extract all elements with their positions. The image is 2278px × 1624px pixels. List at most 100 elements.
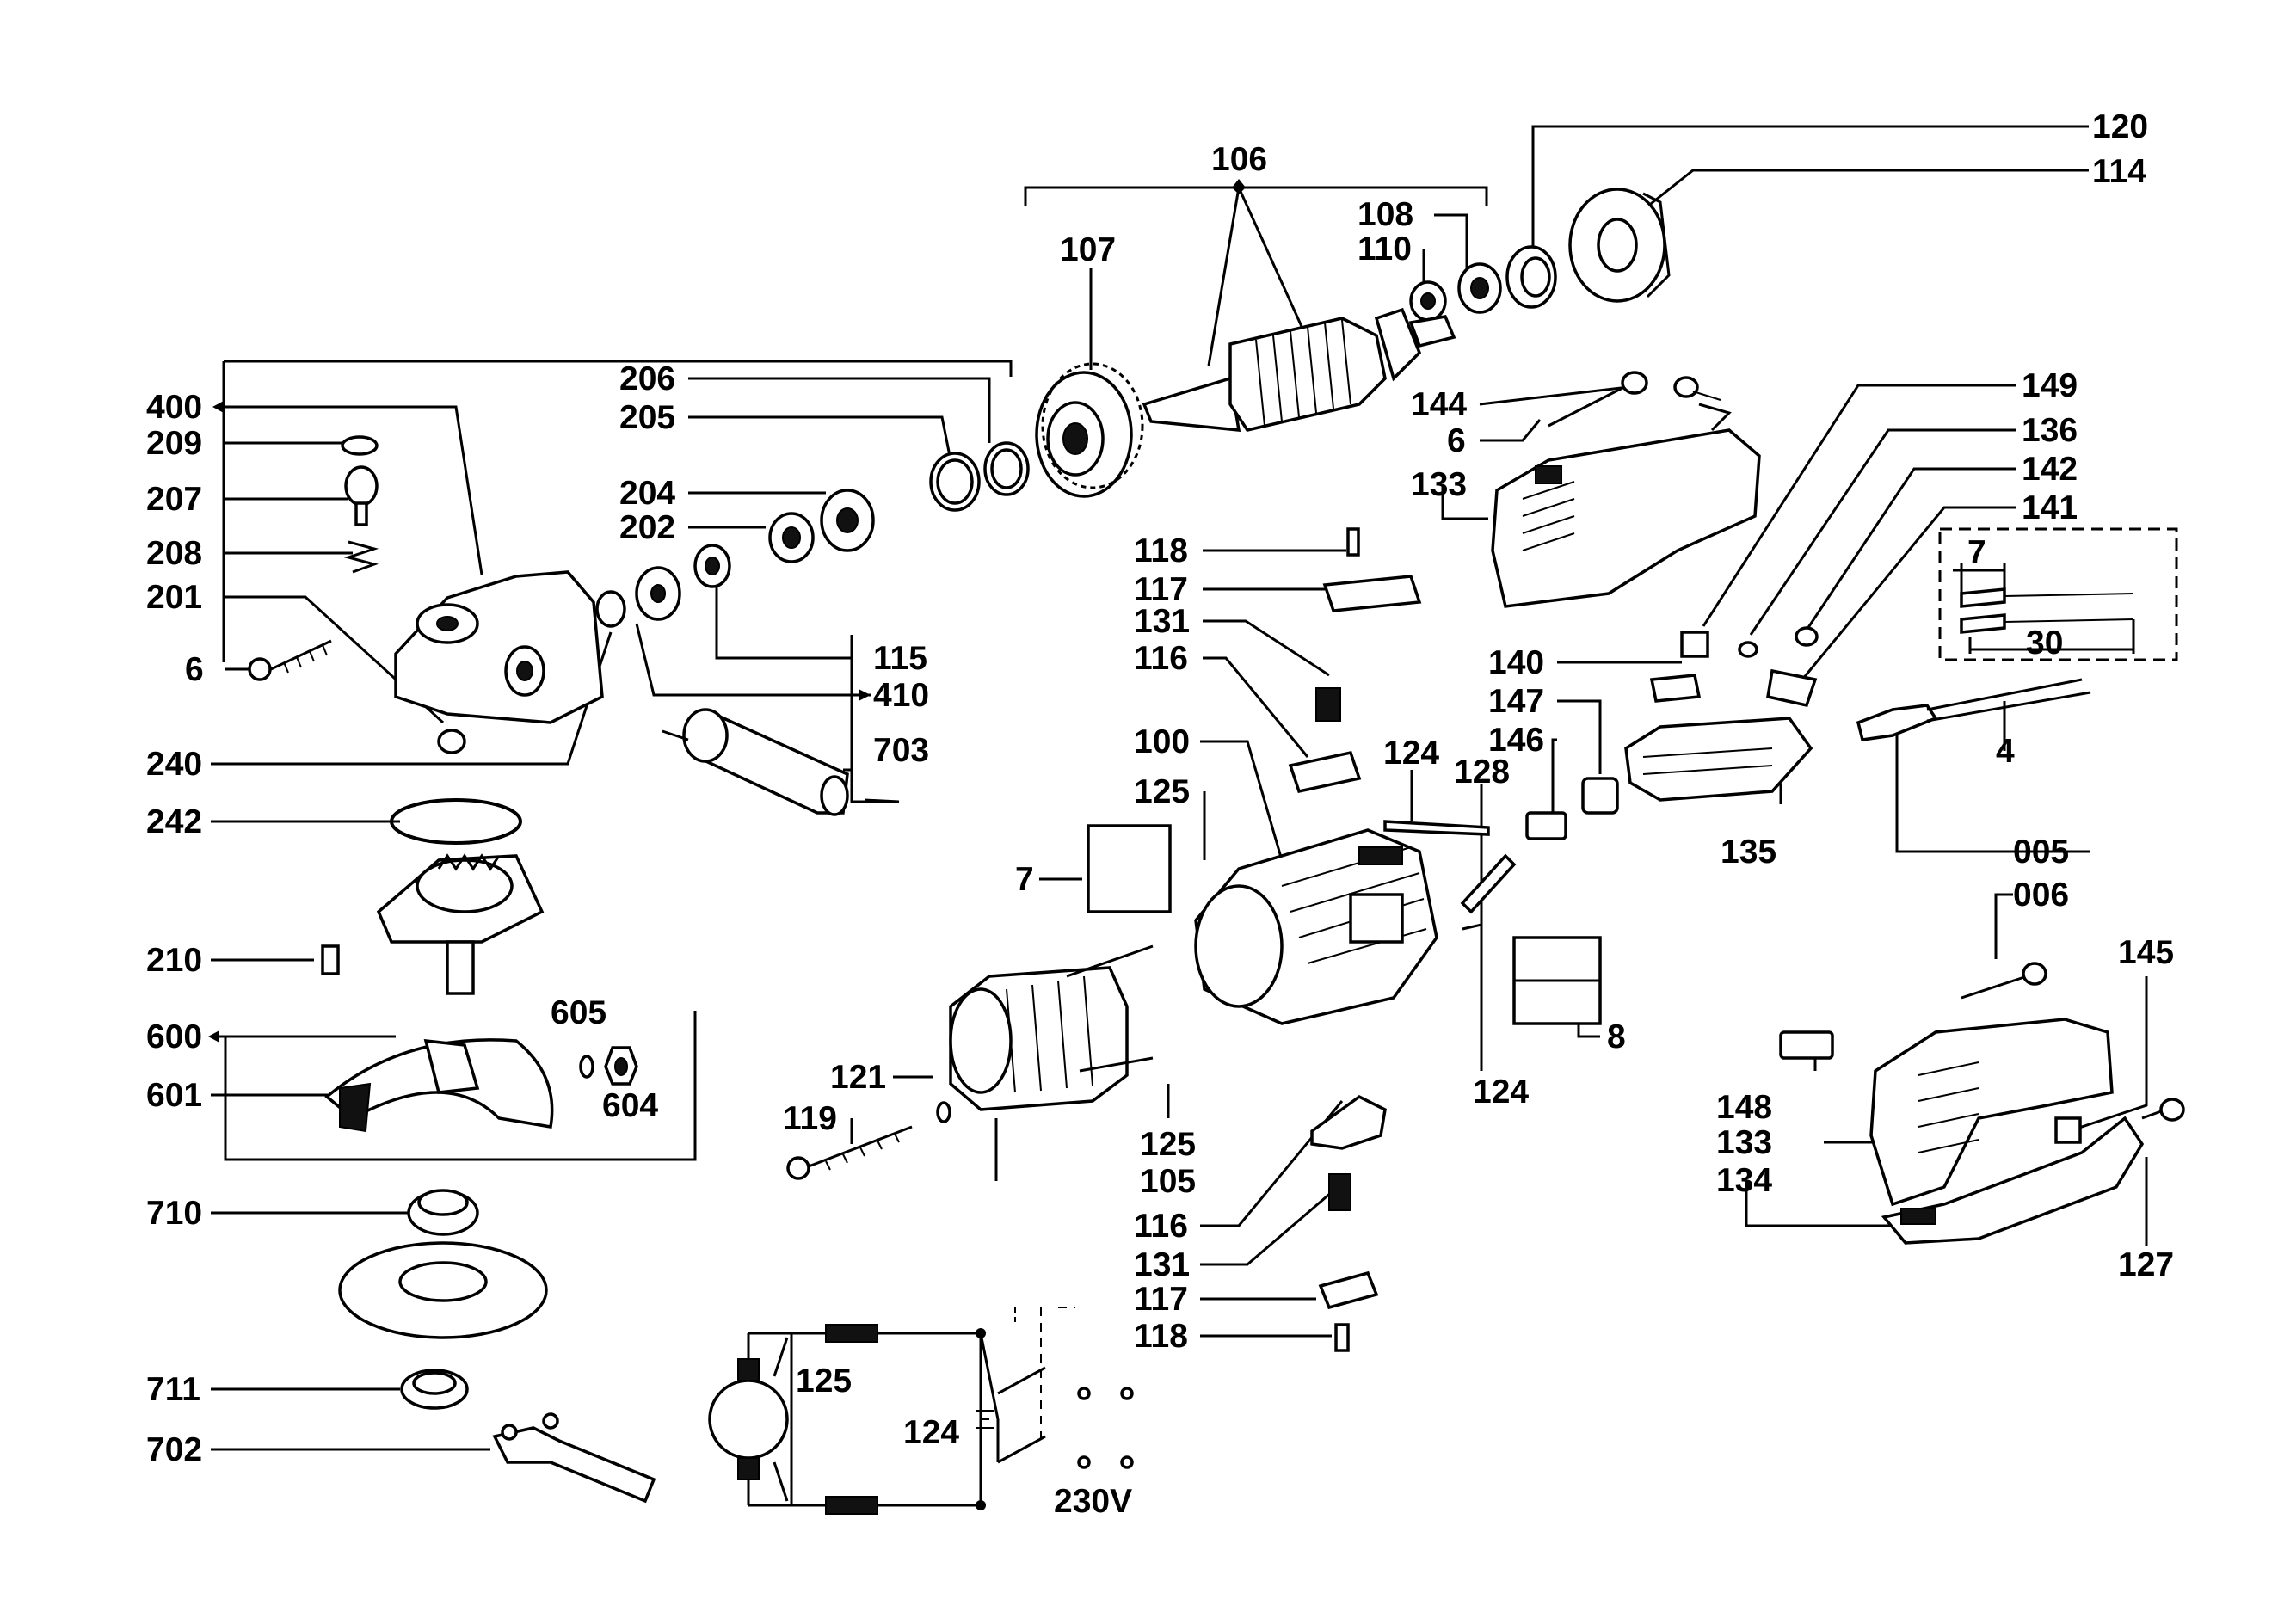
label-703: 703: [873, 732, 929, 769]
label-242: 242: [146, 803, 202, 840]
label-120: 120: [2092, 108, 2148, 145]
label-108: 108: [1358, 196, 1413, 233]
part-spanner-702: [492, 1412, 656, 1504]
label-146: 146: [1488, 722, 1544, 759]
label-142: 142: [2022, 451, 2078, 488]
label-400: 400: [146, 389, 202, 426]
label-134: 134: [1716, 1162, 1772, 1199]
label-144: 144: [1411, 386, 1467, 423]
label-6-upper: 6: [1447, 422, 1466, 459]
part-flange-710: [407, 1189, 479, 1236]
label-141: 141: [2022, 489, 2078, 526]
label-230v: 230V: [1054, 1483, 1132, 1520]
part-bearings-202-204: [693, 489, 875, 588]
part-armature-106: [1142, 307, 1456, 432]
label-710: 710: [146, 1195, 202, 1232]
label-600: 600: [146, 1018, 202, 1055]
part-brush-holder-116-lower: [1310, 1094, 1387, 1352]
part-cable-4: [1856, 678, 2091, 741]
label-006: 006: [2013, 877, 2069, 914]
part-nut-711: [400, 1369, 469, 1410]
label-124-wiring: 124: [903, 1414, 959, 1451]
label-110: 110: [1358, 231, 1412, 268]
part-screw-119-121: [786, 1101, 951, 1180]
label-149: 149: [2022, 367, 2078, 404]
part-fan-107: [1035, 362, 1144, 498]
label-107: 107: [1060, 231, 1116, 268]
label-210: 210: [146, 942, 202, 979]
label-118-lower: 118: [1134, 1318, 1188, 1355]
part-bearing-114: [1568, 188, 1671, 303]
part-carbon-140-147: [1581, 674, 1702, 815]
label-100: 100: [1134, 723, 1190, 760]
label-605: 605: [551, 994, 606, 1031]
label-147: 147: [1488, 683, 1544, 720]
label-121: 121: [830, 1059, 886, 1096]
label-116-lower: 116: [1134, 1208, 1188, 1245]
part-switch-135: [1624, 626, 1819, 802]
label-208: 208: [146, 535, 202, 572]
label-7-leads: 7: [1967, 534, 1986, 571]
part-o-ring-242: [390, 798, 522, 845]
label-131-lower: 131: [1134, 1246, 1190, 1283]
label-604: 604: [602, 1087, 658, 1124]
label-105: 105: [1140, 1163, 1196, 1200]
label-115: 115: [873, 640, 927, 677]
label-128: 128: [1454, 754, 1510, 790]
label-711: 711: [146, 1371, 200, 1408]
label-206: 206: [619, 360, 675, 397]
part-gear-housing-201: [394, 570, 604, 724]
label-135: 135: [1721, 834, 1776, 870]
label-005: 005: [2013, 834, 2069, 870]
label-4: 4: [1996, 733, 2015, 770]
label-117-upper: 117: [1134, 571, 1188, 608]
label-124-middle: 124: [1473, 1073, 1529, 1110]
label-116-upper: 116: [1134, 640, 1188, 677]
part-ring-120: [1505, 245, 1557, 309]
part-motor-housing-100: [1194, 828, 1438, 1025]
label-136: 136: [2022, 412, 2078, 449]
part-nut-604-605: [579, 1046, 638, 1086]
label-117-lower: 117: [1134, 1281, 1188, 1318]
part-leads-30: [1953, 563, 2135, 654]
label-201: 201: [146, 579, 202, 616]
part-screw-207: [341, 435, 466, 754]
label-119: 119: [783, 1100, 837, 1137]
label-114: 114: [2092, 153, 2146, 190]
label-205: 205: [619, 399, 675, 436]
part-disc: [338, 1241, 548, 1339]
part-brush-holder-116-upper: [1288, 527, 1422, 794]
label-118-upper: 118: [1134, 532, 1188, 569]
label-202: 202: [619, 509, 675, 546]
label-145: 145: [2118, 934, 2174, 971]
part-side-handle-703: [662, 708, 849, 816]
label-124-upper: 124: [1383, 735, 1439, 772]
label-125-wiring: 125: [796, 1363, 852, 1399]
part-handle-upper-133: [1491, 403, 1761, 608]
callout-labels: 120 114 106 108 110 107 206 205 400 209 …: [146, 108, 2174, 1520]
label-133-upper: 133: [1411, 466, 1467, 503]
label-204: 204: [619, 475, 675, 512]
label-125-lower: 125: [1140, 1126, 1196, 1163]
part-gear-410: [595, 566, 681, 628]
part-guard-600: [324, 1038, 554, 1133]
label-106: 106: [1211, 141, 1267, 178]
part-label-8: [1512, 936, 1602, 1025]
label-601: 601: [146, 1077, 202, 1114]
part-bearing-108: [1457, 262, 1502, 314]
label-30: 30: [2026, 624, 2063, 661]
part-rings-205-206: [929, 441, 1030, 512]
label-127: 127: [2118, 1246, 2174, 1283]
label-140: 140: [1488, 644, 1544, 681]
label-240: 240: [146, 746, 202, 783]
label-6-left: 6: [185, 651, 204, 688]
part-screw-6-left: [248, 639, 332, 681]
label-125-upper: 125: [1134, 773, 1190, 810]
part-label-7: [1087, 824, 1172, 914]
label-410: 410: [873, 677, 929, 714]
label-133-lower: 133: [1716, 1124, 1772, 1161]
label-702: 702: [146, 1431, 202, 1468]
label-131-upper: 131: [1134, 603, 1190, 640]
label-207: 207: [146, 481, 202, 518]
label-209: 209: [146, 425, 202, 462]
